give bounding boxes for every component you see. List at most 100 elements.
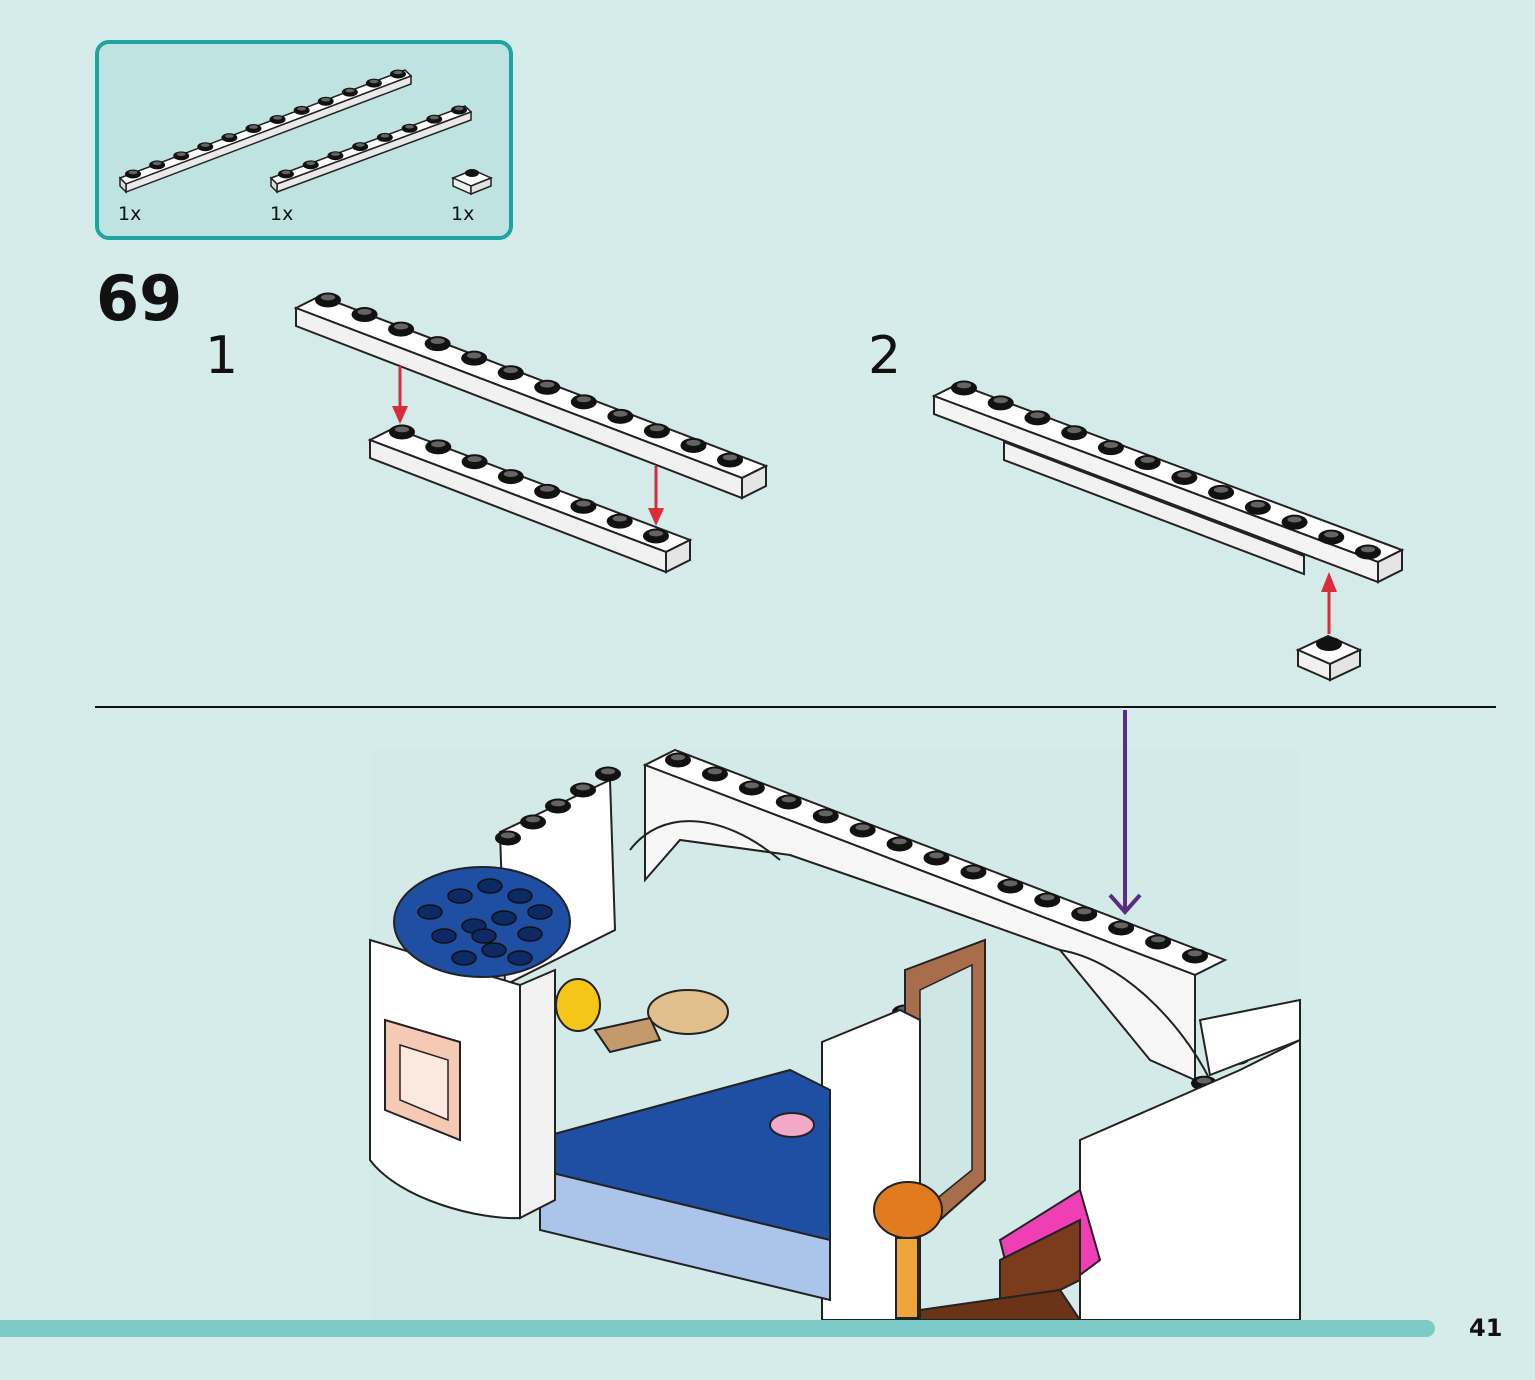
stud <box>352 142 369 152</box>
stud-highlight <box>744 782 760 789</box>
stud <box>738 780 765 796</box>
stud <box>545 798 571 814</box>
stud <box>665 752 691 768</box>
stud-highlight <box>722 454 738 461</box>
stud <box>1097 440 1124 456</box>
stud-highlight <box>1040 894 1055 901</box>
stud <box>1182 948 1208 964</box>
stud <box>923 850 950 866</box>
stud-highlight <box>525 816 541 823</box>
stud <box>534 483 561 499</box>
stud-highlight <box>331 152 340 156</box>
stud <box>451 105 467 115</box>
stud <box>269 114 286 124</box>
stud <box>701 766 728 782</box>
qty-label: 1x <box>270 203 294 225</box>
stud-highlight <box>575 784 591 791</box>
red-arrow-icon <box>392 366 408 424</box>
stud-highlight <box>320 294 336 301</box>
stud-highlight <box>540 381 555 388</box>
stud-highlight <box>152 161 162 166</box>
stud-highlight <box>467 456 482 463</box>
stud-highlight <box>576 396 591 403</box>
stud-highlight <box>781 796 796 803</box>
red-arrow-icon <box>648 466 664 526</box>
stud-highlight <box>369 79 379 84</box>
blue-stud <box>527 904 553 920</box>
stud <box>1244 499 1271 515</box>
stud <box>401 123 418 133</box>
stud <box>643 528 669 544</box>
stud-highlight <box>249 125 258 129</box>
stud-highlight <box>892 838 907 845</box>
stud <box>388 321 415 337</box>
stud <box>390 69 406 79</box>
stud-highlight <box>649 425 665 432</box>
stud-highlight <box>430 338 445 345</box>
stud-highlight <box>613 410 628 417</box>
stud <box>425 439 452 455</box>
stud <box>221 133 238 143</box>
stud <box>245 124 262 134</box>
stud <box>775 794 802 810</box>
stud-highlight <box>956 382 972 389</box>
stud <box>607 408 634 424</box>
stud <box>389 424 415 440</box>
stud-highlight <box>1196 1077 1212 1084</box>
blue-stud <box>451 950 477 966</box>
substep-number: 1 <box>205 326 239 386</box>
stud <box>570 394 597 410</box>
stud-highlight <box>357 308 372 315</box>
blue-stud <box>481 942 507 958</box>
stud <box>1134 455 1161 471</box>
stud <box>424 336 451 352</box>
stud-highlight <box>612 515 627 522</box>
stud <box>812 808 839 824</box>
qty-label: 1x <box>451 203 475 225</box>
blue-stud <box>417 904 443 920</box>
stud <box>606 513 633 529</box>
stud <box>293 105 310 115</box>
stud-highlight <box>818 810 833 817</box>
stud <box>302 160 319 170</box>
parts-illustration <box>118 69 493 196</box>
stud-highlight <box>1003 880 1018 887</box>
stud-highlight <box>393 323 409 330</box>
stud-highlight <box>176 152 186 157</box>
stud-highlight <box>1103 442 1119 449</box>
stud-highlight <box>503 367 518 374</box>
stud-highlight <box>1213 486 1229 493</box>
stud <box>1355 544 1381 560</box>
stud <box>1024 410 1051 426</box>
page-number: 41 <box>1469 1314 1503 1342</box>
blue-stud <box>507 888 533 904</box>
stud <box>461 454 488 470</box>
parts-callout-box <box>95 40 513 240</box>
stud <box>125 169 141 179</box>
stud <box>1034 892 1061 908</box>
stud-highlight <box>1360 546 1376 553</box>
stud-highlight <box>297 106 307 111</box>
stud-highlight <box>670 754 686 761</box>
blue-stud <box>447 888 473 904</box>
substep-number: 2 <box>868 326 902 386</box>
stud-highlight <box>306 161 316 166</box>
blue-stud <box>477 878 503 894</box>
stud-highlight <box>380 134 390 138</box>
stud-highlight <box>1030 412 1045 419</box>
stud <box>1318 529 1345 545</box>
stud-highlight <box>600 768 616 775</box>
stud <box>951 380 977 396</box>
stud-highlight <box>224 134 234 138</box>
stud-highlight <box>539 485 555 492</box>
stud-highlight <box>273 116 282 120</box>
section-divider <box>95 706 1496 708</box>
stud <box>426 114 443 124</box>
stud-highlight <box>345 88 355 93</box>
substep-2-illustration <box>931 375 1405 682</box>
stud <box>595 766 621 782</box>
stud-highlight <box>454 106 464 111</box>
stud-highlight <box>1287 516 1302 523</box>
stud-highlight <box>500 832 516 839</box>
stud-highlight <box>1324 531 1339 538</box>
